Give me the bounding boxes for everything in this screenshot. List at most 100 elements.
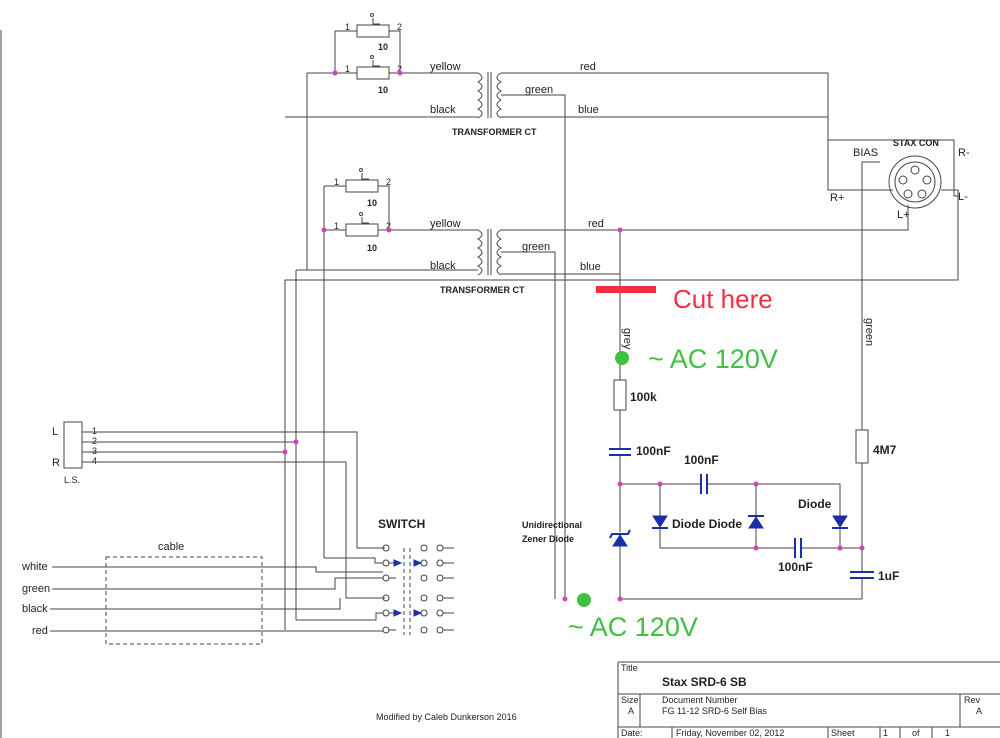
junction [321, 227, 327, 233]
trim-node-bottom-1 [359, 168, 363, 172]
label-bottom-black: black [430, 260, 456, 272]
title-block-grid [617, 661, 1000, 738]
stax-pin-l-plus [903, 189, 913, 199]
stax-connector-title: STAX CON [893, 138, 939, 148]
switch-throws-a [389, 562, 400, 631]
switch-arrow-b2 [413, 609, 423, 617]
switch-wire-2 [296, 612, 383, 621]
ls-pin-3: 3 [92, 446, 97, 456]
title-block: Title Stax SRD-6 SB Size A Document Numb… [617, 661, 1000, 738]
switch-contact-a5 [382, 609, 390, 617]
switch-contact-b1 [420, 544, 428, 552]
label-c1: 100nF [636, 444, 671, 458]
label-green-bias: green [863, 318, 875, 346]
junction [617, 227, 623, 233]
ac-point-bottom [577, 593, 591, 607]
ac-label-top: ~ AC 120V [648, 344, 778, 374]
cable-block: cable white green black red [21, 541, 383, 645]
resistor-bottom-1-pin1: 1 [334, 177, 339, 187]
switch-contact-c6 [436, 626, 444, 634]
label-zener-line2: Zener Diode [522, 534, 574, 544]
label-top-yellow: yellow [430, 61, 461, 73]
stax-label-r-plus: R+ [830, 192, 844, 204]
switch-contact-c5 [436, 609, 444, 617]
wire-diode-left [659, 484, 862, 549]
resistor-bottom-1-value: 10 [367, 198, 377, 208]
transformer-top-secondary-coil [496, 72, 503, 119]
credit-text: Modified by Caleb Dunkerson 2016 [376, 712, 517, 722]
trim-arrow-bottom-1 [361, 173, 369, 180]
date-value: Friday, November 02, 2012 [676, 728, 784, 738]
stax-connector-outer [888, 155, 942, 209]
ls-connector: L R L.S. 1 2 3 4 [52, 421, 385, 599]
junction [753, 545, 759, 551]
switch-block: SWITCH [296, 517, 454, 635]
date-label: Date: [621, 728, 643, 738]
transformer-bottom-group: 1 2 1 2 10 10 yellow black red green blu… [295, 168, 620, 620]
switch-contact-c2 [436, 559, 444, 567]
label-top-blue: blue [578, 104, 599, 116]
diode-1 [652, 515, 668, 528]
junction [562, 596, 568, 602]
trim-node-bottom-2 [359, 212, 363, 216]
junction [397, 70, 403, 76]
switch-contact-c1 [436, 544, 444, 552]
label-1uf: 1uF [878, 569, 899, 583]
transformer-bottom-secondary-coil [496, 229, 503, 276]
stax-pin-l-minus [917, 189, 927, 199]
ls-pin-4: 4 [92, 456, 97, 466]
ls-wire-1 [82, 431, 385, 549]
junction [617, 481, 623, 487]
switch-contact-b6 [420, 626, 428, 634]
zener-diode-bar [609, 529, 631, 539]
junction [859, 545, 865, 551]
stax-label-l-plus: L+ [897, 209, 910, 221]
trim-arrow-bottom-2 [361, 217, 369, 224]
resistor-top-1-pin1: 1 [345, 22, 350, 32]
switch-arrow-a2 [393, 609, 403, 617]
rev-label: Rev [964, 695, 981, 705]
transformer-bottom-primary-coil [476, 229, 483, 276]
switch-contact-c4 [436, 594, 444, 602]
resistor-top-2 [356, 66, 390, 80]
wire-top-red [501, 72, 893, 191]
resistor-bottom-wiring [323, 185, 398, 558]
resistor-bottom-2 [345, 223, 379, 237]
label-bottom-blue: blue [580, 261, 601, 273]
transformer-top-primary-coil [476, 72, 483, 119]
switch-label: SWITCH [378, 517, 425, 531]
resistor-top-1 [356, 24, 390, 38]
cable-box [105, 556, 263, 645]
of-label: of [912, 728, 920, 738]
transformer-bottom-label: TRANSFORMER CT [440, 285, 525, 295]
ls-label-name: L.S. [64, 475, 80, 485]
label-bottom-yellow: yellow [430, 218, 461, 230]
resistor-top-1-value: 10 [378, 42, 388, 52]
stax-label-bias: BIAS [853, 147, 878, 159]
label-bottom-green: green [522, 241, 550, 253]
label-c2: 100nF [684, 453, 719, 467]
doc-value: FG 11-12 SRD-6 Self Bias [662, 706, 767, 716]
label-c3: 100nF [778, 560, 813, 574]
switch-contact-c3 [436, 574, 444, 582]
resistor-bottom-1 [345, 179, 379, 193]
switch-arrow-b1 [413, 559, 423, 567]
junction [657, 481, 663, 487]
junction [282, 449, 288, 455]
resistor-top-2-value: 10 [378, 85, 388, 95]
switch-arrow-a1 [393, 559, 403, 567]
bias-supply: grey 100k 100nF 100nF Diode Diode Diode … [522, 230, 899, 600]
cable-line-white [52, 566, 383, 573]
junction [837, 545, 843, 551]
resistor-bottom-2-value: 10 [367, 243, 377, 253]
sheet-value: 1 [883, 728, 888, 738]
cable-line-green [52, 577, 383, 590]
stax-label-r-minus: R- [958, 147, 970, 159]
trim-arrow-top-1 [372, 18, 380, 25]
stax-connector-inner [894, 161, 936, 203]
of-value: 1 [945, 728, 950, 738]
cable-wire-black: black [22, 603, 48, 615]
transformer-top-label: TRANSFORMER CT [452, 127, 537, 137]
ls-label-r: R [52, 457, 60, 469]
